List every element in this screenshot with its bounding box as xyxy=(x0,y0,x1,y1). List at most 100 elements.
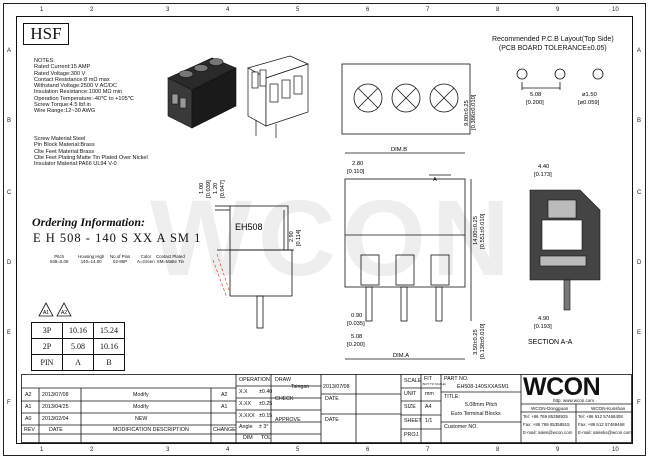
dim-508in: [0.200] xyxy=(347,342,365,348)
dim-b: DIM.B xyxy=(391,147,407,153)
ordering-label-finish: Contact Plated SM=Matte Tin xyxy=(156,254,185,264)
pin-table: 3P 10.16 15.24 2P 5.08 10.16 PIN A B xyxy=(31,322,125,371)
date-head: DATE xyxy=(49,427,63,433)
zone-col-label: 5 xyxy=(296,447,300,453)
check-label: CHECK xyxy=(275,396,294,402)
dim-980: 9.80±0.25 xyxy=(464,100,470,126)
pcb-hole-in: [ø0.059] xyxy=(578,100,600,106)
zone-col-label: 6 xyxy=(366,7,370,13)
pcb-line2: (PCB BOARD TOLERANCE±0.05) xyxy=(498,44,607,52)
dim-090: 0.90 xyxy=(351,313,362,319)
pcb-line1: Recommended P.C.B Layout(Top Side) xyxy=(492,36,614,43)
ordering-code: E H 508 - 140 S XX A SM 1 xyxy=(33,231,202,245)
label-text: Color xyxy=(140,254,152,259)
zone-col-label: 2 xyxy=(90,7,94,13)
rev-cell: A0 xyxy=(25,416,32,422)
side-part-mark: EH508 xyxy=(235,222,263,232)
zone-col-label: 1 xyxy=(40,447,44,453)
zone-col-label: 7 xyxy=(426,7,430,13)
pcb-holes: 5.08 [0.200] ø1.50 [ø0.059] xyxy=(516,68,604,106)
label-text: Contact Plated xyxy=(156,254,185,259)
draw-date: 2013/07/08 xyxy=(323,384,350,390)
top-view: 9.80±0.25 [0.386±0.010] xyxy=(341,63,477,135)
company-url: http: www.wcon.com xyxy=(553,398,595,403)
office-1: WCON-Dongguan xyxy=(531,406,569,411)
tol-key: X.XXX xyxy=(239,413,255,419)
table-cell: 10.16 xyxy=(62,322,94,339)
triangle-icon xyxy=(38,302,54,317)
note-line: Rated Voltage:300 V xyxy=(34,70,86,77)
date-cell: 2013/02/04 xyxy=(42,416,69,422)
zone-col-label: 9 xyxy=(556,447,560,453)
scale-note: (NOT TO SCALE) xyxy=(422,382,446,386)
pcb-layout-note: Recommended P.C.B Layout(Top Side) (PCB … xyxy=(492,36,614,53)
zone-row-label: D xyxy=(637,260,642,266)
zone-row-label: A xyxy=(7,48,12,54)
section-view: 4.40 [0.173] 4.90 [0.193] SECTION A-A xyxy=(528,164,601,346)
zone-col-label: 2 xyxy=(90,447,94,453)
approve-label: APPROVE xyxy=(275,417,301,423)
material-line: Clte Feet Material:Brass xyxy=(34,148,94,155)
ordering-label-pins: No.of Pins 02-85P xyxy=(110,254,130,264)
front-view: DIM.B 2.80 [0.110] A 14.00±0.25 [0.551±0… xyxy=(344,147,486,360)
draw-label: DRAW xyxy=(275,377,291,383)
ordering-title: Ordering Information: xyxy=(32,215,146,229)
zone-row-label: E xyxy=(7,330,12,336)
table-cell: A xyxy=(62,354,94,371)
tol-val: ±0.25 xyxy=(259,401,273,407)
zone-col-label: 5 xyxy=(296,7,300,13)
part-no: EH508-140SXXASM1 xyxy=(457,384,509,390)
dim-side-2: 1.20 xyxy=(213,183,219,194)
tol-key: X.XX xyxy=(239,401,252,407)
proj-label: PROJ. xyxy=(404,432,420,438)
scale-val: FIT xyxy=(424,376,432,382)
mail-2: E-mail: salesks@wcon.com xyxy=(578,430,632,435)
fax-1: Fax: +86 769 85358915 xyxy=(523,422,570,427)
tol-key: X.X xyxy=(239,389,248,395)
outer-frame xyxy=(3,3,646,456)
title-block-grid xyxy=(21,374,632,443)
zone-col-label: 1 xyxy=(40,7,44,13)
dim-508: 5.08 xyxy=(351,334,362,340)
scale-label: SCALE xyxy=(404,378,422,384)
label-text: Pitch xyxy=(54,254,65,259)
note-line: Withstand Voltage:2500 V AC/DC xyxy=(34,83,118,90)
approve-date-label: DATE xyxy=(325,417,339,423)
materials-block: Screw Material:Steel Pin Block Material:… xyxy=(34,136,148,167)
table-cell: 15.24 xyxy=(93,322,125,339)
pcb-pitch-in: [0.200] xyxy=(526,100,544,106)
title-line1: 5.08mm Pitch xyxy=(465,402,498,408)
notes-title: NOTES: xyxy=(34,58,55,64)
tol-val: TOL xyxy=(261,435,272,441)
zone-col-label: 8 xyxy=(496,447,500,453)
dim-side-1in: [0.039] xyxy=(206,180,212,198)
tol-key: DIM xyxy=(243,435,253,441)
table-cell: 10.16 xyxy=(93,338,125,355)
label-text: 508=5.08 xyxy=(50,258,69,264)
mark-cell: A2 xyxy=(221,392,228,398)
zone-col-label: 6 xyxy=(366,447,370,453)
zone-col-label: 9 xyxy=(556,7,560,13)
title-label: TITLE: xyxy=(444,394,460,400)
dim-490in: [0.193] xyxy=(534,324,552,330)
zone-row-label: B xyxy=(637,118,642,124)
section-title: SECTION A-A xyxy=(528,339,573,346)
mail-1: E-mail: sales@wcon.com xyxy=(523,430,573,435)
table-cell: 5.08 xyxy=(62,338,94,355)
rev-cell: A1 xyxy=(25,404,32,410)
table-row: 3P 10.16 15.24 xyxy=(31,322,125,339)
ordering-label-color: Color A=Green xyxy=(137,254,155,264)
label-text: A=Green xyxy=(137,258,155,264)
size-label: SIZE xyxy=(404,404,416,410)
iso-block-solid xyxy=(167,57,237,129)
tol-val: ±0.15 xyxy=(259,413,273,419)
dim-440in: [0.173] xyxy=(534,172,552,178)
company-logo: WCON xyxy=(523,373,601,401)
sheet-label: SHEET xyxy=(404,418,422,424)
material-line: Pin Block Material:Brass xyxy=(34,142,95,149)
table-cell: B xyxy=(93,354,125,371)
zone-col-label: 4 xyxy=(226,447,230,453)
dim-980in: [0.386±0.010] xyxy=(471,94,477,130)
hsf-logo: HSF xyxy=(23,23,69,45)
